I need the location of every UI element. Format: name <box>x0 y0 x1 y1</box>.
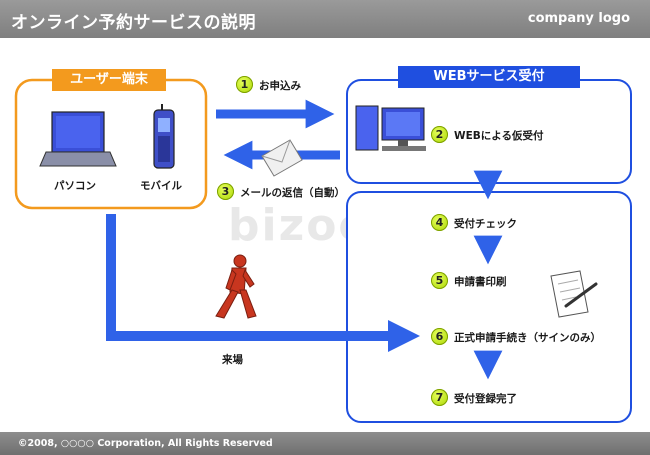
step-1-label: お申込み <box>259 80 301 92</box>
visit-label: 来場 <box>222 354 243 366</box>
web-service-title: WEBサービス受付 <box>398 66 580 88</box>
step-1-number: 1 <box>236 76 253 93</box>
pc-label: パソコン <box>54 180 96 192</box>
step-3-label: メールの返信（自動） <box>240 187 345 199</box>
step-6-number: 6 <box>431 328 448 345</box>
step-2-label: WEBによる仮受付 <box>454 130 544 142</box>
copyright-text: ©2008, ○○○○ Corporation, All Rights Rese… <box>18 438 273 449</box>
step-4-number: 4 <box>431 214 448 231</box>
desktop-computer-icon <box>355 105 426 151</box>
document-pen-icon <box>550 270 598 318</box>
company-logo: company logo <box>527 11 630 26</box>
step-6-label: 正式申請手続き（サインのみ） <box>454 332 601 344</box>
step-7-number: 7 <box>431 389 448 406</box>
walking-person-icon <box>215 254 257 319</box>
laptop-icon <box>39 111 117 167</box>
mobile-label: モバイル <box>140 180 182 192</box>
mobile-phone-icon <box>153 104 175 169</box>
visit-arrow <box>106 214 420 352</box>
envelope-icon <box>261 139 303 177</box>
step-3-number: 3 <box>217 183 234 200</box>
step-7-label: 受付登録完了 <box>454 393 517 405</box>
header-bar: オンライン予約サービスの説明 company logo <box>0 0 650 38</box>
user-terminal-title: ユーザー端末 <box>52 69 166 91</box>
step-4-label: 受付チェック <box>454 218 517 230</box>
footer-bar: ©2008, ○○○○ Corporation, All Rights Rese… <box>0 432 650 455</box>
step-5-label: 申請書印刷 <box>454 276 507 288</box>
page-title: オンライン予約サービスの説明 <box>11 13 256 33</box>
step-2-number: 2 <box>431 126 448 143</box>
step-5-number: 5 <box>431 272 448 289</box>
